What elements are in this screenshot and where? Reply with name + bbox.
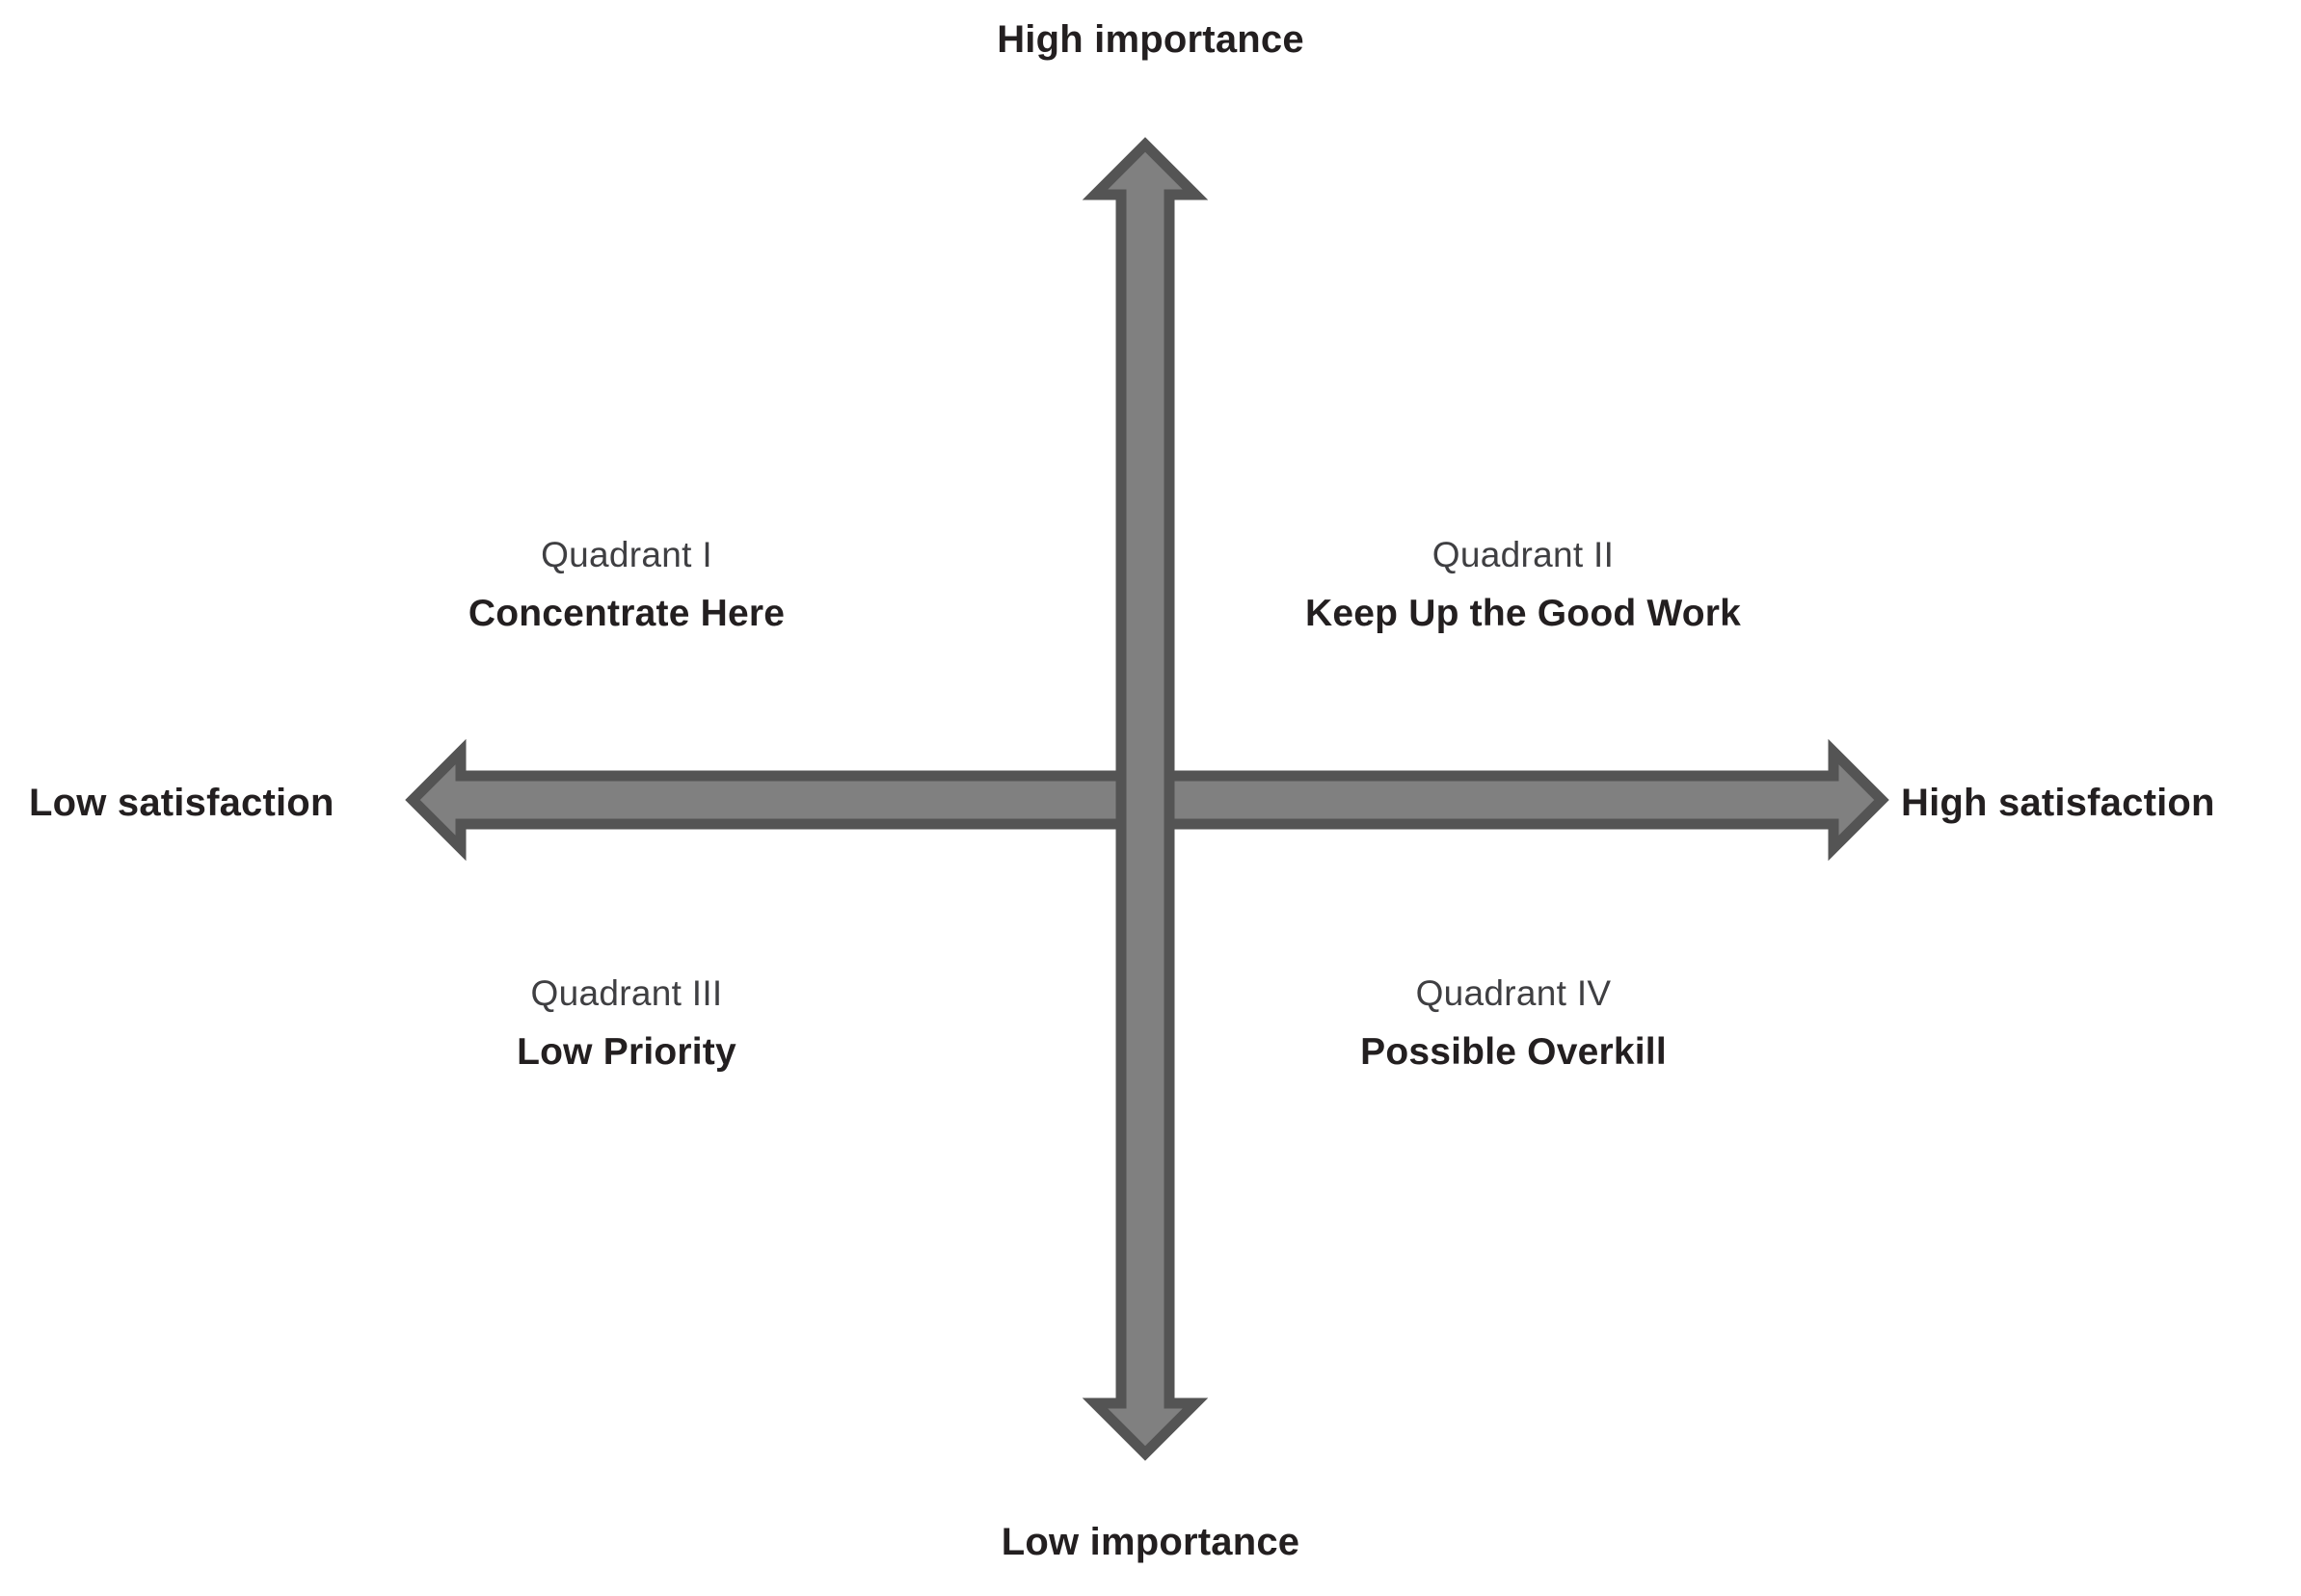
quadrant-1-title: Concentrate Here (468, 593, 786, 634)
quadrant-3-roman: Quadrant III (530, 973, 723, 1013)
quadrant-2: Quadrant II Keep Up the Good Work (1253, 535, 1793, 635)
quadrant-1-roman: Quadrant I (541, 535, 712, 574)
axis-label-high-satisfaction: High satisfaction (1901, 782, 2215, 824)
quadrant-4: Quadrant IV Possible Overkill (1292, 973, 1735, 1074)
axis-label-low-importance: Low importance (1001, 1521, 1300, 1563)
quadrant-2-title: Keep Up the Good Work (1305, 593, 1741, 634)
quadrant-1: Quadrant I Concentrate Here (357, 535, 896, 635)
axis-label-high-importance: High importance (997, 18, 1304, 61)
quadrant-4-roman: Quadrant IV (1415, 973, 1612, 1013)
axis-label-low-satisfaction: Low satisfaction (29, 782, 334, 824)
quadrant-3: Quadrant III Low Priority (405, 973, 848, 1074)
vertical-double-arrow (1082, 137, 1209, 1461)
quadrant-4-title: Possible Overkill (1360, 1031, 1667, 1073)
quadrant-3-title: Low Priority (517, 1031, 736, 1073)
quadrant-2-roman: Quadrant II (1431, 535, 1615, 574)
